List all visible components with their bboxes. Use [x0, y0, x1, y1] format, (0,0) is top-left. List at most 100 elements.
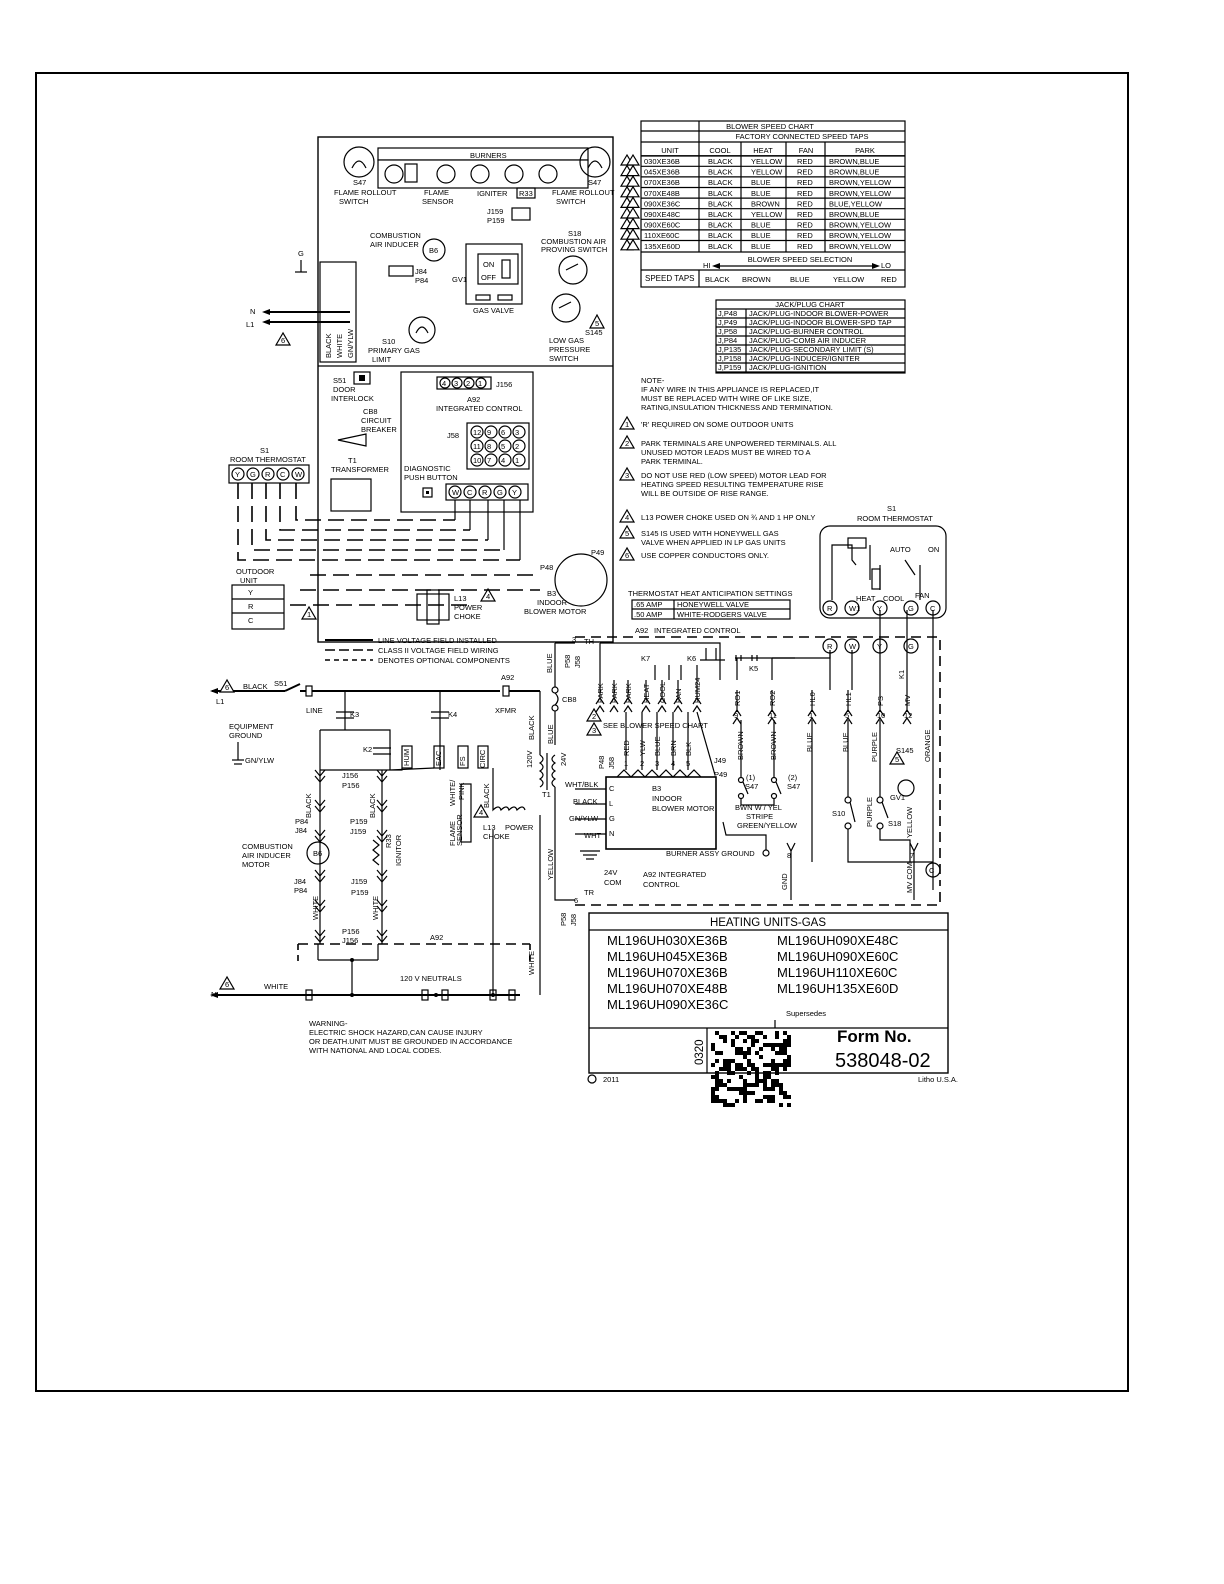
svg-text:C: C — [280, 470, 286, 479]
blower-cell: RED — [797, 221, 813, 230]
see-blower-label: SEE BLOWER SPEED CHART — [603, 721, 708, 730]
door-label: DOOR — [333, 385, 356, 394]
blower-cell: BROWN,BLUE — [829, 157, 879, 166]
blower-cell: RED — [797, 231, 813, 240]
j156-label: J156 — [496, 380, 512, 389]
yellow-right-label: YELLOW — [905, 806, 914, 838]
combustion-motor-label: COMBUSTION — [242, 842, 293, 851]
svg-text:1: 1 — [307, 610, 311, 619]
a92-xfmr-label: A92 — [501, 673, 514, 682]
com-label: COM — [604, 878, 622, 887]
note-line: VALVE WHEN APPLIED IN LP GAS UNITS — [641, 538, 786, 547]
j58-top: J58 — [573, 656, 582, 668]
blower-cell: BLACK — [708, 221, 733, 230]
note-number: 5 — [625, 529, 629, 538]
p156-left-label: P156 — [342, 781, 360, 790]
blower-cell: RED — [797, 242, 813, 251]
auto-label: AUTO — [890, 545, 911, 554]
svg-text:5: 5 — [845, 711, 849, 720]
anticipation-amp-1: .65 AMP — [634, 600, 662, 609]
circuit-label: CIRCUIT — [361, 416, 392, 425]
note-line: HEATING SPEED RESULTING TEMPERATURE RISE — [641, 480, 823, 489]
units-box: HEATING UNITS-GAS ML196UH030XE36BML196UH… — [587, 912, 958, 1107]
anticipation-valve-1: HONEYWELL VALVE — [677, 600, 749, 609]
relay-term-label: PARK — [624, 683, 633, 703]
outdoor-unit: OUTDOOR UNIT Y R C 1 — [231, 567, 318, 630]
svg-text:W: W — [295, 470, 303, 479]
jack-code: J,P49 — [718, 318, 737, 327]
k2-label: K2 — [363, 745, 372, 754]
black-k-left: BLACK — [304, 793, 313, 818]
blower-cell: BROWN,YELLOW — [829, 242, 892, 251]
p48-sch-label: P48 — [597, 756, 606, 769]
blower-header-0: UNIT — [661, 146, 679, 155]
note-intro-line: MUST BE REPLACED WITH WIRE OF LIKE SIZE, — [641, 394, 811, 403]
b6-motor-label: B6 — [313, 849, 322, 858]
whtblk-label: WHT/BLK — [565, 780, 598, 789]
svg-text:12: 12 — [904, 711, 912, 720]
k6-label: K6 — [687, 654, 696, 663]
white-neutral-label: WHITE — [264, 982, 288, 991]
jack-desc: JACK/PLUG-SECONDARY LIMIT (S) — [749, 345, 874, 354]
speed-tap-3: YELLOW — [833, 275, 865, 284]
blower-cell: YELLOW — [751, 157, 783, 166]
l13-sch-label: L13 — [483, 823, 496, 832]
blower-chart-subtitle: FACTORY CONNECTED SPEED TAPS — [735, 132, 868, 141]
j159-conn-label: J159 — [350, 827, 366, 836]
p159-conn-label: P159 — [350, 817, 368, 826]
notes-block: NOTE- IF ANY WIRE IN THIS APPLIANCE IS R… — [618, 376, 836, 561]
svg-text:1: 1 — [515, 456, 519, 465]
j84-label: J84 — [415, 267, 427, 276]
r33-ign-label: R33 — [384, 834, 393, 848]
j84-conn-label: J84 — [295, 826, 307, 835]
black-line-label: BLACK — [243, 682, 268, 691]
neutrals-label: 120 V NEUTRALS — [400, 974, 462, 983]
page-frame — [35, 72, 1129, 1392]
orange-mv-label: ORANGE — [923, 729, 932, 762]
outdoor-label: OUTDOOR — [236, 567, 275, 576]
j49-label: J49 — [714, 756, 726, 765]
svg-text:3: 3 — [592, 726, 596, 735]
a92-int-top: A92 — [635, 626, 648, 635]
gnd-label: GND — [780, 873, 789, 890]
field-wiring — [237, 483, 540, 606]
svg-text:3: 3 — [655, 759, 659, 768]
svg-text:Y: Y — [877, 604, 882, 613]
blower-cell: BLACK — [708, 189, 733, 198]
anticipation-valve-2: WHITE-RODGERS VALVE — [677, 610, 767, 619]
blower-speed-chart: BLOWER SPEED CHART FACTORY CONNECTED SPE… — [619, 120, 906, 288]
k5-label: K5 — [749, 664, 758, 673]
white-k-left: WHITE — [311, 896, 320, 920]
s47-left-label: S47 — [353, 178, 366, 187]
litho-label: Litho U.S.A. — [918, 1075, 958, 1084]
switch-left: SWITCH — [339, 197, 369, 206]
column-label: HL0 — [808, 692, 817, 706]
combustion-label: COMBUSTION — [370, 231, 421, 240]
jack-code: J,P159 — [718, 363, 741, 372]
blower-chart-title: BLOWER SPEED CHART — [726, 122, 814, 131]
p58-top: P58 — [563, 655, 572, 668]
svg-text:R: R — [265, 470, 271, 479]
svg-text:3: 3 — [454, 379, 458, 388]
equip-label: EQUIPMENT — [229, 722, 274, 731]
j84-lower: J84 — [294, 877, 306, 886]
svg-text:11: 11 — [473, 442, 481, 451]
heat-label: HEAT — [856, 594, 876, 603]
blower-cell: BROWN,YELLOW — [829, 221, 892, 230]
primary-gas-label: PRIMARY GAS — [368, 346, 420, 355]
blue-hl0-label: BLUE — [805, 732, 814, 752]
blower-cell: BLUE,YELLOW — [829, 199, 883, 208]
svg-text:5: 5 — [595, 319, 599, 328]
notes-title: NOTE- — [641, 376, 665, 385]
svg-text:6: 6 — [574, 896, 578, 905]
l13-label: L13 — [454, 594, 467, 603]
j159-label: J159 — [487, 207, 503, 216]
svg-text:2: 2 — [640, 759, 644, 768]
blower-header-4: PARK — [855, 146, 875, 155]
n-label: N — [250, 307, 255, 316]
hum-label: HUM — [402, 749, 411, 766]
note-intro-line: IF ANY WIRE IN THIS APPLIANCE IS REPLACE… — [641, 385, 820, 394]
j58-label: J58 — [447, 431, 459, 440]
fan-label: FAN — [915, 591, 930, 600]
svg-text:2: 2 — [592, 712, 596, 721]
